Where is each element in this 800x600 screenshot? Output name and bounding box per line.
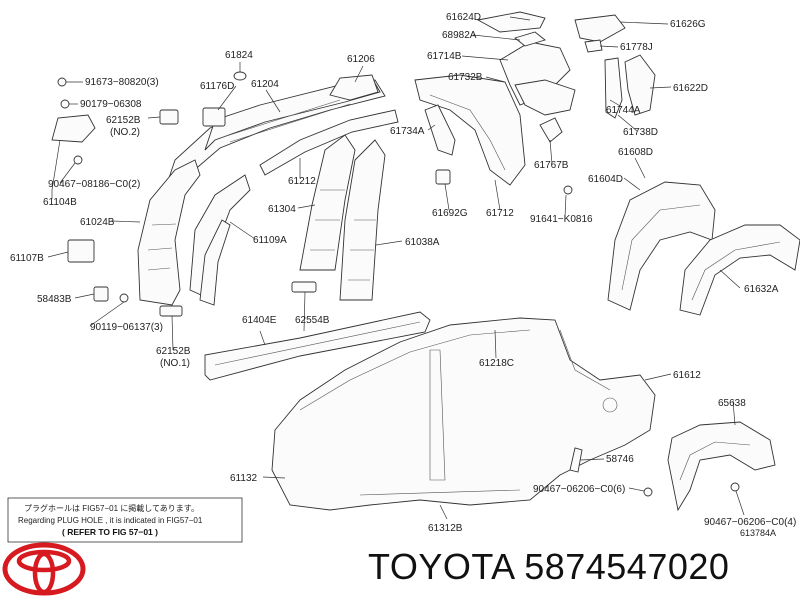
front-pillar-inner-part bbox=[137, 159, 201, 306]
brand-part-number: TOYOTA 5874547020 bbox=[368, 546, 730, 587]
label-58483b: 58483B bbox=[37, 294, 72, 305]
label-62152b-top: 62152B bbox=[106, 115, 141, 126]
label-90467-c6: 90467−06206−C0(6) bbox=[533, 484, 625, 495]
toyota-logo bbox=[2, 542, 86, 596]
bracket-61176d-part bbox=[202, 107, 226, 127]
label-61824: 61824 bbox=[225, 50, 253, 61]
label-90467-c4: 90467−06206−C0(4) bbox=[704, 517, 796, 528]
label-61212: 61212 bbox=[288, 176, 316, 187]
rocker-panel-inner-part bbox=[204, 311, 431, 381]
label-90179: 90179−06308 bbox=[80, 99, 142, 110]
plug-61824-part bbox=[233, 71, 247, 81]
label-61632a: 61632A bbox=[744, 284, 779, 295]
label-no2: (NO.2) bbox=[110, 127, 140, 138]
label-90119: 90119−06137(3) bbox=[90, 322, 163, 333]
label-61744a: 61744A bbox=[606, 105, 641, 116]
bracket-61626g-part bbox=[574, 14, 626, 43]
label-61622d: 61622D bbox=[673, 83, 708, 94]
label-61778j: 61778J bbox=[620, 42, 653, 53]
label-61608d: 61608D bbox=[618, 147, 653, 158]
front-pillar-lower-part bbox=[199, 219, 231, 306]
label-61734a: 61734A bbox=[390, 126, 425, 137]
bracket-61107b-part bbox=[67, 239, 95, 263]
label-65638: 65638 bbox=[718, 398, 746, 409]
label-61176d: 61176D bbox=[200, 81, 234, 92]
bolt-91673-part bbox=[57, 77, 67, 87]
clip-90467-c6-part bbox=[643, 487, 653, 497]
protector-58746-part bbox=[569, 447, 583, 473]
label-61304: 61304 bbox=[268, 204, 296, 215]
pad-62554b-part bbox=[291, 281, 317, 293]
label-61204: 61204 bbox=[251, 79, 279, 90]
center-pillar-inner-part bbox=[299, 134, 356, 271]
bolt-90179-part bbox=[60, 99, 70, 109]
label-61624d: 61624D bbox=[446, 12, 481, 23]
bracket-61624d-part bbox=[476, 11, 546, 33]
label-61107b: 61107B bbox=[10, 253, 44, 264]
label-61767b: 61767B bbox=[534, 160, 569, 171]
bracket-61692g-part bbox=[435, 169, 451, 185]
label-61024b: 61024B bbox=[80, 217, 115, 228]
bolt-90119-part bbox=[119, 293, 129, 303]
bolt-90467-part bbox=[73, 155, 83, 165]
cushion-pad-no2-part bbox=[159, 109, 179, 125]
note-line-jp: プラグホールは FIG57−01 に掲載してあります。 bbox=[24, 503, 199, 513]
quarter-inner-upper-part bbox=[414, 74, 526, 186]
label-58746: 58746 bbox=[606, 454, 634, 465]
label-61404e: 61404E bbox=[242, 315, 277, 326]
label-68982a: 68982A bbox=[442, 30, 477, 41]
label-61109a: 61109A bbox=[253, 235, 287, 246]
label-61206: 61206 bbox=[347, 54, 375, 65]
label-61738d: 61738D bbox=[623, 127, 658, 138]
label-91641: 91641−K0816 bbox=[530, 214, 593, 225]
label-61626g: 61626G bbox=[670, 19, 706, 30]
clip-90467-c4-part bbox=[730, 482, 740, 492]
label-61612: 61612 bbox=[673, 370, 701, 381]
plug-hole-note: プラグホールは FIG57−01 に掲載してあります。 Regarding PL… bbox=[7, 497, 243, 543]
label-61732b: 61732B bbox=[448, 72, 483, 83]
clip-61778j-part bbox=[584, 39, 603, 53]
bracket-61767b-part bbox=[539, 117, 563, 143]
fender-liner-65638-part bbox=[667, 421, 776, 512]
label-61132: 61132 bbox=[230, 473, 258, 484]
body-side-outer-panel-part bbox=[271, 317, 656, 511]
label-61604d: 61604D bbox=[588, 174, 623, 185]
label-61312b: 61312B bbox=[428, 523, 463, 534]
wheel-house-inner-part bbox=[607, 181, 716, 311]
note-line-ref: ( REFER TO FIG 57−01 ) bbox=[62, 527, 158, 537]
wheel-house-outer-part bbox=[679, 224, 800, 316]
inner-roof-rail-part bbox=[259, 109, 399, 176]
label-91673: 91673−80820(3) bbox=[85, 77, 159, 88]
bracket-61744a-part bbox=[514, 79, 576, 116]
label-61712: 61712 bbox=[486, 208, 514, 219]
label-no1: (NO.1) bbox=[160, 358, 190, 369]
seal-68982a-part bbox=[514, 31, 546, 47]
label-90467-c2: 90467−08186−C0(2) bbox=[48, 179, 140, 190]
label-61218c: 61218C bbox=[479, 358, 514, 369]
note-line-en: Regarding PLUG HOLE , it is indicated in… bbox=[18, 516, 203, 525]
quarter-pillar-61734a-part bbox=[424, 104, 456, 156]
roof-rail-piece-part bbox=[329, 74, 379, 101]
pillar-61622d-part bbox=[624, 54, 656, 116]
bolt-91641-part bbox=[563, 185, 573, 195]
diagram-reference-code: 613784A bbox=[740, 528, 777, 538]
bracket-61104b-part bbox=[51, 114, 96, 143]
label-61692g: 61692G bbox=[432, 208, 468, 219]
label-62554b: 62554B bbox=[295, 315, 330, 326]
label-61714b: 61714B bbox=[427, 51, 462, 62]
cushion-pad-no1-part bbox=[159, 305, 183, 317]
retainer-58483b-part bbox=[93, 286, 109, 302]
label-61104b: 61104B bbox=[43, 197, 77, 208]
label-61038a: 61038A bbox=[405, 237, 440, 248]
label-62152b-bot: 62152B bbox=[156, 346, 191, 357]
pillar-61738d-part bbox=[604, 57, 623, 119]
